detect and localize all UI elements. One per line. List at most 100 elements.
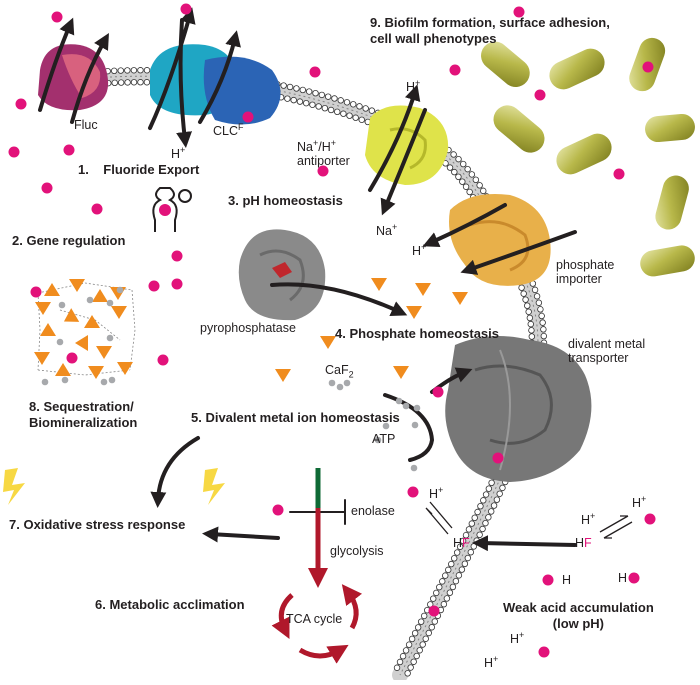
lipid-head — [284, 95, 291, 102]
h-plus-label: H+ — [581, 511, 596, 528]
na-plus-label: Na+ — [376, 222, 398, 239]
lipid-head — [465, 526, 473, 533]
fluoride-ion — [428, 605, 440, 617]
lipid-head — [433, 589, 440, 597]
lipid-head — [461, 560, 469, 568]
lipid-head — [299, 86, 307, 94]
lipid-head — [488, 508, 495, 515]
pyrophosphatase-label: pyrophosphatase — [200, 321, 296, 335]
lipid-head — [309, 101, 316, 108]
fluoride-ion — [272, 504, 284, 516]
phosphate-triangle — [320, 336, 336, 349]
lipid-head — [499, 484, 506, 492]
lipid-head — [446, 589, 454, 596]
fluoride-ion — [8, 146, 20, 158]
metal-ion — [56, 338, 64, 346]
lipid-head — [462, 183, 470, 190]
lipid-head — [124, 79, 131, 86]
lipid-head — [431, 618, 439, 625]
lipid-head — [528, 333, 536, 340]
lipid-head — [428, 624, 435, 631]
bacterium — [655, 175, 689, 230]
lipid-head — [442, 572, 449, 579]
lipid-head — [496, 490, 503, 497]
lipid-head — [476, 182, 483, 189]
lipid-head — [451, 168, 458, 176]
fluoride-ion — [407, 486, 419, 498]
lipid-head — [471, 514, 478, 522]
phosphate-triangle — [406, 306, 422, 319]
lipid-head — [404, 670, 411, 677]
fluoride-ion — [148, 280, 160, 292]
phosphate-triangle — [275, 369, 291, 382]
equilibrium-arrows — [425, 501, 633, 539]
hf-outside-label: HF — [575, 536, 592, 550]
lipid-head — [455, 572, 463, 579]
lipid-head — [459, 537, 467, 545]
lipid-head — [315, 103, 322, 110]
phosphate-triangle — [415, 283, 431, 296]
fluoride-ion — [432, 386, 444, 398]
lipid-head — [464, 554, 472, 562]
weak-acid-heading: Weak acid accumulation(low pH) — [503, 600, 654, 631]
lipid-head — [356, 103, 363, 110]
fluoride-ion — [513, 6, 525, 18]
lipid-head — [143, 67, 151, 74]
lipid-head — [296, 98, 304, 105]
lipid-head — [303, 99, 310, 107]
lipid-head — [472, 176, 480, 184]
lipid-head — [137, 79, 144, 86]
lipid-head — [474, 508, 481, 516]
h-plus-label: H+ — [406, 78, 421, 95]
lipid-head — [540, 332, 548, 340]
bacterium — [481, 41, 530, 87]
lipid-head — [468, 520, 476, 527]
metal-ion — [395, 397, 403, 405]
metal-ion — [86, 296, 94, 304]
metal-ion — [374, 436, 382, 444]
lipid-head — [117, 79, 125, 86]
lipid-head — [402, 647, 410, 654]
lipid-head — [305, 88, 313, 95]
metal-ions — [41, 286, 421, 472]
fluoride-ion — [613, 168, 625, 180]
lipid-head — [468, 171, 476, 178]
lipid-head — [449, 583, 457, 591]
lipid-head — [520, 290, 527, 297]
lipid-head — [439, 578, 446, 585]
lipid-head — [407, 664, 414, 671]
lipid-head — [464, 165, 471, 173]
lipid-head — [539, 319, 546, 326]
lipid-head — [466, 188, 473, 196]
fluoride-ion — [157, 354, 169, 366]
lipid-head — [518, 284, 525, 291]
fluoride-ion — [317, 165, 329, 177]
lipid-head — [479, 525, 486, 533]
step-5-heading: 5. Divalent metal ion homeostasis — [191, 410, 400, 425]
lipid-head — [318, 91, 326, 99]
fluoride-ion — [51, 11, 63, 23]
phosphate-triangle — [84, 315, 100, 328]
phosphate-triangle — [75, 335, 88, 351]
step-1-heading: 1. Fluoride Export — [78, 162, 200, 177]
lipid-head — [443, 595, 451, 602]
metal-ion — [411, 421, 419, 429]
lipid-head — [414, 624, 422, 631]
step-8-heading: 8. Sequestration/Biomineralization — [29, 399, 138, 430]
glycolysis-label: glycolysis — [330, 544, 384, 558]
lipid-head — [533, 293, 541, 300]
lightning-icon — [3, 468, 25, 505]
metal-ion — [402, 402, 410, 410]
lipid-head — [324, 93, 332, 100]
lipid-head — [312, 89, 319, 97]
phosphate-triangle — [55, 363, 71, 376]
lipid-head — [493, 496, 501, 503]
fluoride-ion — [642, 61, 654, 73]
lipid-head — [346, 112, 353, 119]
lipid-head — [143, 79, 151, 86]
lipid-head — [396, 658, 404, 666]
metal-ion — [413, 404, 421, 412]
lipid-head — [111, 79, 118, 87]
